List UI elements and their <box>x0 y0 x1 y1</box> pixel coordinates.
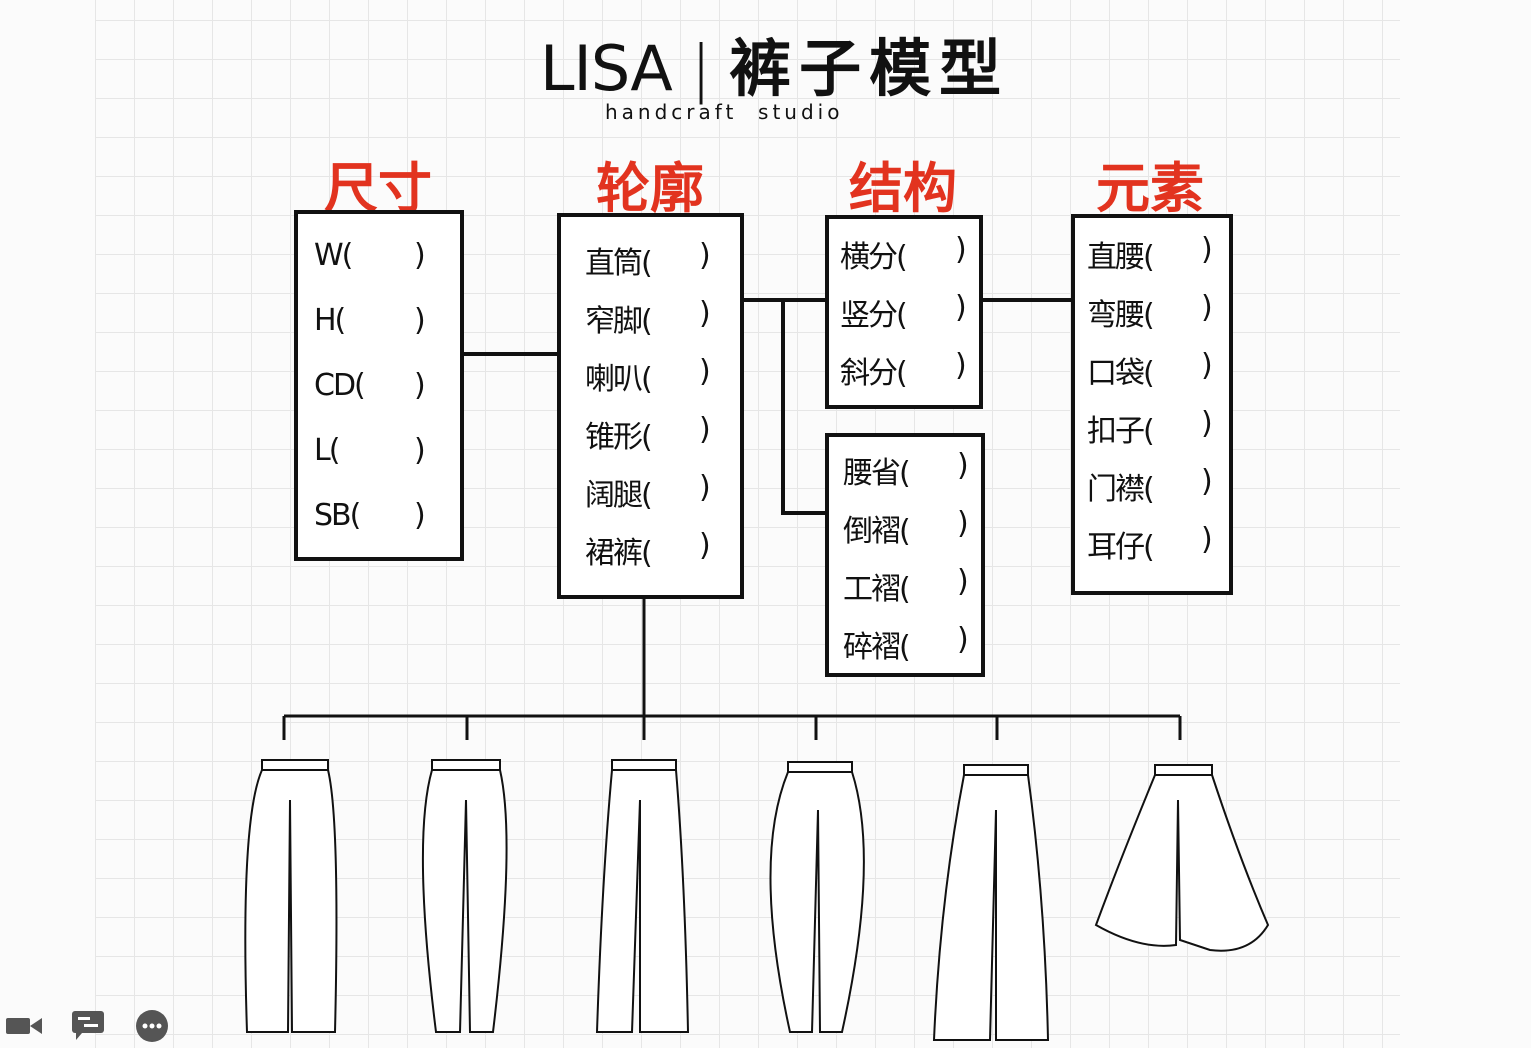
option-close-paren: ) <box>1201 464 1213 499</box>
header-structure: 结构 <box>849 157 957 220</box>
option-close-paren: ) <box>955 290 967 325</box>
title-separator: | <box>690 32 711 105</box>
option-close-paren: ) <box>414 238 426 273</box>
option-label: 耳仔( <box>1087 530 1155 565</box>
more-icon[interactable] <box>134 1008 170 1044</box>
option-close-paren: ) <box>1201 406 1213 441</box>
subtitle: handcraft studio <box>605 100 844 124</box>
pants-culottes-icon <box>1094 764 1270 952</box>
option-label: 门襟( <box>1087 472 1155 507</box>
option-label: CD( <box>314 368 366 403</box>
size-box <box>294 210 464 561</box>
option-close-paren: ) <box>699 354 711 389</box>
option-label: 竖分( <box>840 298 908 333</box>
header-silhouette: 轮廓 <box>596 157 704 220</box>
option-label: W( <box>314 238 353 273</box>
option-label: 工褶( <box>843 572 911 607</box>
chat-icon[interactable] <box>70 1008 106 1044</box>
option-label: 直腰( <box>1087 240 1155 275</box>
seam-structure-box <box>825 215 983 409</box>
option-label: 直筒( <box>585 246 653 281</box>
option-close-paren: ) <box>699 238 711 273</box>
silhouette-box <box>557 213 744 599</box>
option-label: 斜分( <box>840 356 908 391</box>
option-label: H( <box>314 303 346 338</box>
option-close-paren: ) <box>414 433 426 468</box>
option-close-paren: ) <box>414 498 426 533</box>
option-close-paren: ) <box>414 303 426 338</box>
option-label: 窄脚( <box>585 304 653 339</box>
option-close-paren: ) <box>699 296 711 331</box>
option-close-paren: ) <box>957 448 969 483</box>
option-label: 口袋( <box>1087 356 1155 391</box>
pants-wide-leg-icon <box>932 764 1050 1041</box>
pleat-structure-box <box>825 433 985 677</box>
option-close-paren: ) <box>955 348 967 383</box>
page-title: LISA | 裤子模型 <box>540 18 1009 108</box>
option-label: 倒褶( <box>843 514 911 549</box>
option-close-paren: ) <box>1201 232 1213 267</box>
video-camera-icon[interactable] <box>6 1008 42 1044</box>
pants-flare-icon <box>595 759 690 1033</box>
pants-narrow-icon <box>421 759 508 1033</box>
option-close-paren: ) <box>1201 290 1213 325</box>
option-close-paren: ) <box>1201 348 1213 383</box>
option-label: 腰省( <box>843 456 911 491</box>
option-label: 喇叭( <box>585 362 653 397</box>
option-label: 弯腰( <box>1087 298 1155 333</box>
pants-straight-icon <box>244 759 338 1033</box>
option-label: SB( <box>314 498 361 533</box>
header-size: 尺寸 <box>324 157 432 220</box>
elements-box <box>1071 214 1233 595</box>
option-label: 阔腿( <box>585 478 653 513</box>
option-close-paren: ) <box>699 528 711 563</box>
option-close-paren: ) <box>955 232 967 267</box>
option-close-paren: ) <box>957 506 969 541</box>
pants-tapered-icon <box>769 761 865 1033</box>
option-label: 横分( <box>840 240 908 275</box>
meeting-toolbar <box>6 1008 170 1044</box>
brand-name: LISA <box>540 32 673 105</box>
option-close-paren: ) <box>1201 522 1213 557</box>
option-close-paren: ) <box>699 412 711 447</box>
title-name: 裤子模型 <box>729 32 1010 105</box>
option-close-paren: ) <box>414 368 426 403</box>
header-elements: 元素 <box>1096 157 1204 220</box>
option-close-paren: ) <box>957 622 969 657</box>
option-label: 碎褶( <box>843 630 911 665</box>
option-close-paren: ) <box>699 470 711 505</box>
option-label: 锥形( <box>585 420 653 455</box>
option-label: L( <box>314 433 340 468</box>
option-label: 扣子( <box>1087 414 1155 449</box>
option-close-paren: ) <box>957 564 969 599</box>
option-label: 裙裤( <box>585 536 653 571</box>
